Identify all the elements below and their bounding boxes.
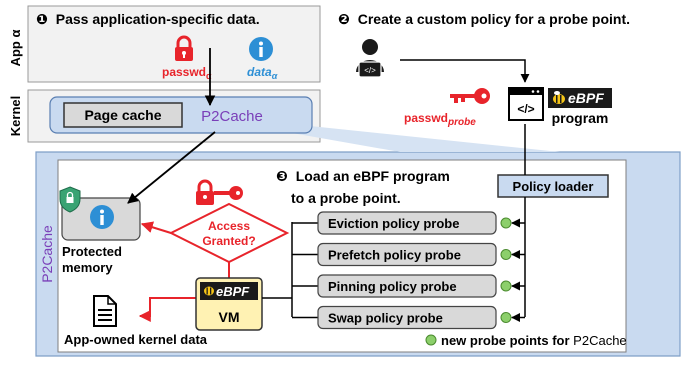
step1-text: Pass application-specific data. <box>56 11 260 27</box>
document-icon <box>93 295 117 327</box>
probe-point-dot <box>500 217 512 229</box>
probe-point-dot <box>500 312 512 323</box>
step1-title: ❶ Pass application-specific data. <box>36 11 260 27</box>
legend-dot <box>425 334 437 346</box>
page-cache-label: Page cache <box>84 107 161 123</box>
page-cache-box <box>63 102 183 128</box>
access-line1: Access <box>208 219 250 233</box>
arrow-person-to-program <box>400 59 530 83</box>
lock-icon <box>175 35 193 61</box>
protected-info-icon <box>90 205 114 229</box>
step2-title: ❷ Create a custom policy for a probe poi… <box>338 11 630 27</box>
passwd-alpha-label: passwdα <box>162 65 212 81</box>
person-icon: </> <box>356 39 384 78</box>
step3-number: ❸ <box>276 168 288 184</box>
svg-text:</>: </> <box>364 66 376 75</box>
p2cache-kernel-label: P2Cache <box>201 108 263 125</box>
code-window-icon: </> <box>508 87 544 121</box>
app-side-label: App α <box>8 30 23 67</box>
probe-box <box>317 305 497 330</box>
shield-icon <box>59 186 81 213</box>
kernel-side-label: Kernel <box>8 96 23 136</box>
bee-icon <box>553 91 565 104</box>
vm-bee-icon <box>204 286 214 296</box>
arrow-p2cache-to-memory <box>127 131 216 204</box>
policy-loader-box <box>497 174 609 198</box>
arrow-access-to-memory <box>140 221 172 234</box>
access-key-icon <box>214 186 243 200</box>
vm-ebpf-text: eBPF <box>216 284 250 299</box>
vm-ebpf-logo <box>200 282 258 300</box>
step3-title-line1: ❸ Load an eBPF program <box>276 168 450 184</box>
legend-label: new probe points for P2Cache <box>441 333 627 348</box>
arrow-vm-to-app-data <box>138 297 196 322</box>
step2-number: ❷ <box>338 11 350 27</box>
p2cache-expansion <box>275 126 560 152</box>
program-label: program <box>552 110 609 126</box>
probe-point-dot <box>500 280 512 292</box>
app-owned-label: App-owned kernel data <box>64 332 208 347</box>
svg-text:</>: </> <box>517 102 534 116</box>
vm-label: VM <box>219 309 240 325</box>
probe-label: Prefetch policy probe <box>328 248 461 263</box>
info-icon <box>249 37 273 61</box>
probe-point-dot <box>500 249 512 260</box>
probe-label: Swap policy probe <box>328 311 443 326</box>
access-line2: Granted? <box>202 234 255 248</box>
ebpf-program-logo <box>548 88 612 108</box>
probe-box <box>317 211 497 235</box>
access-lock-icon <box>196 179 214 205</box>
probe-box <box>317 274 497 298</box>
step3-line2: to a probe point. <box>291 190 401 206</box>
probe-label: Eviction policy probe <box>328 216 459 231</box>
step1-number: ❶ <box>36 11 48 27</box>
passwd-probe-label: passwdprobe <box>404 111 476 128</box>
key-icon <box>450 88 490 104</box>
data-alpha-label: dataα <box>247 65 278 81</box>
protected-memory-line2: memory <box>62 260 113 275</box>
p2cache-side-label: P2Cache <box>39 225 55 283</box>
protected-memory-line1: Protected <box>62 244 122 259</box>
ebpf-program-text: eBPF <box>568 90 604 106</box>
step3-line1: Load an eBPF program <box>296 168 450 184</box>
probe-label: Pinning policy probe <box>328 279 457 294</box>
step2-text: Create a custom policy for a probe point… <box>358 11 630 27</box>
policy-loader-label: Policy loader <box>513 179 594 194</box>
probe-box <box>317 242 497 267</box>
